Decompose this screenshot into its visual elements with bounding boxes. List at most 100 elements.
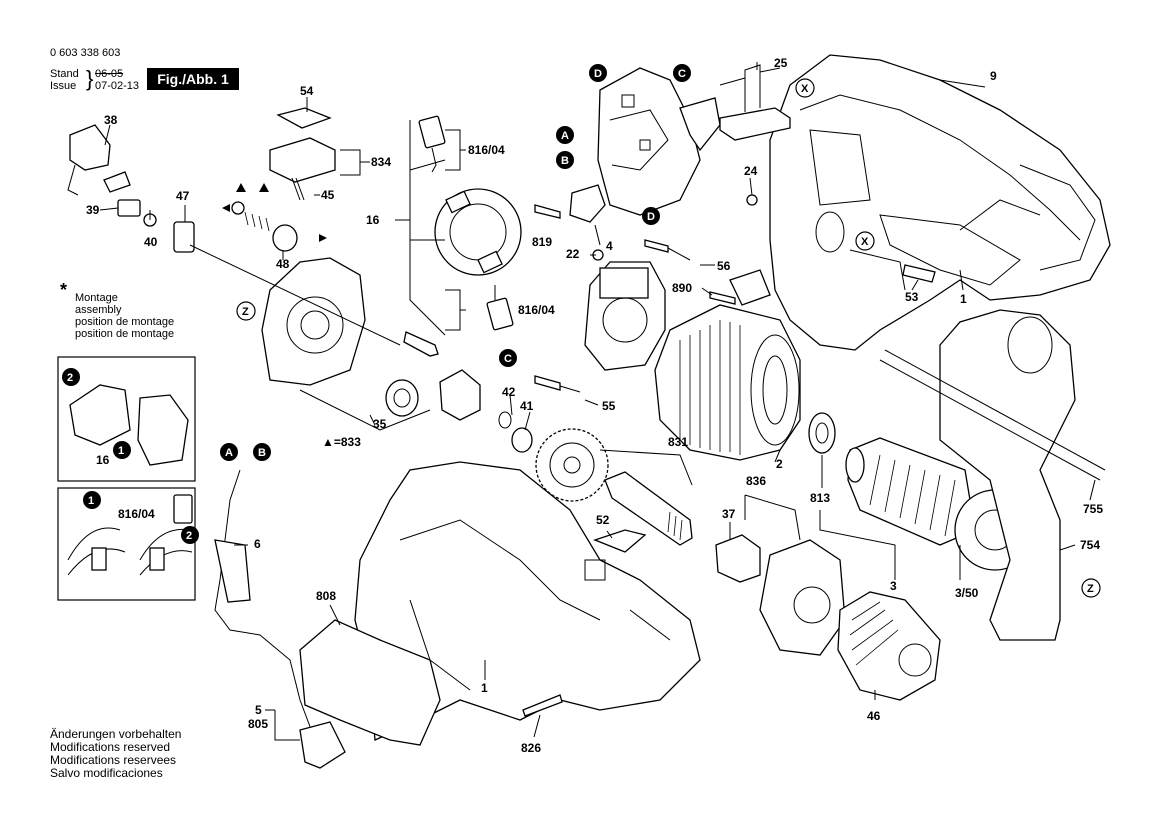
callout-831: 831: [668, 435, 688, 449]
callout-816-04-top: 816/04: [468, 143, 505, 157]
marker-d-mid: D: [642, 207, 660, 225]
callout-40: 40: [144, 235, 158, 249]
screw-part: [522, 194, 758, 717]
brush-holder-part: [434, 188, 522, 276]
callout-22: 22: [566, 247, 580, 261]
power-cord-part: [214, 469, 346, 769]
marker-x-mid: X: [855, 231, 875, 251]
brace-symbol: }: [86, 66, 94, 91]
callout-2: 2: [776, 457, 783, 471]
bearing-flange-part: [261, 257, 366, 386]
footer-line: Modifications reserved: [50, 740, 171, 754]
callout-4: 4: [606, 239, 613, 253]
stand-value: 06-05: [95, 68, 124, 80]
gear-housing-part: [759, 539, 846, 656]
assembly-note-line: assembly: [75, 304, 122, 316]
svg-text:D: D: [647, 211, 655, 223]
terminal-part: [534, 239, 691, 393]
marker-d-top: D: [589, 64, 607, 82]
callout-819: 819: [532, 235, 552, 249]
carbon-brush-part: [418, 115, 514, 331]
callout-805: 805: [248, 717, 268, 731]
callout-42: 42: [502, 385, 516, 399]
marker-z-right: Z: [1081, 578, 1101, 598]
callout-53: 53: [905, 290, 919, 304]
callout-39: 39: [86, 203, 100, 217]
stator-field-part: [654, 304, 801, 461]
marker-a-top: A: [556, 126, 574, 144]
chuck-part: [837, 591, 941, 701]
svg-text:2: 2: [67, 372, 73, 384]
spring-pin-part: [231, 201, 298, 252]
callout-816-04-mid: 816/04: [518, 303, 555, 317]
switch-part: [569, 67, 721, 223]
callout-5: 5: [255, 703, 262, 717]
callout-1-bottom: 1: [481, 681, 488, 695]
svg-text:2: 2: [186, 530, 192, 542]
callout-25: 25: [774, 56, 788, 70]
lever-part: [67, 124, 131, 196]
marker-b-top: B: [556, 151, 574, 169]
callout-755: 755: [1083, 502, 1103, 516]
callout-46: 46: [867, 709, 881, 723]
callout-55: 55: [602, 399, 616, 413]
svg-text:Z: Z: [1087, 583, 1094, 595]
callout-16-inset: 16: [96, 453, 110, 467]
callout-41: 41: [520, 399, 534, 413]
callout-9: 9: [990, 69, 997, 83]
svg-text:A: A: [561, 130, 569, 142]
callout-47: 47: [176, 189, 190, 203]
marker-b-cord: B: [253, 443, 271, 461]
callout-3: 3: [890, 579, 897, 593]
connector-part: [729, 264, 936, 306]
auxiliary-handle-part: [879, 309, 1106, 641]
callout-6: 6: [254, 537, 261, 551]
brush-plate-part: [584, 261, 666, 371]
marker-z-left: Z: [236, 301, 256, 321]
svg-text:A: A: [225, 447, 233, 459]
pin-part: [403, 331, 439, 357]
inset-panel: [57, 356, 196, 601]
callout-1-top: 1: [960, 292, 967, 306]
clip-part: [593, 529, 647, 553]
assembly-symbol: *: [60, 280, 68, 300]
callout-890: 890: [672, 281, 692, 295]
inset-step-1-top: 1: [113, 441, 131, 459]
assembly-note-line: position de montage: [75, 316, 175, 328]
footer-line: Salvo modificaciones: [50, 766, 163, 780]
callout-3-50: 3/50: [955, 586, 979, 600]
bracket-part: [719, 64, 791, 141]
callout-38: 38: [104, 113, 118, 127]
leader-lines: [99, 62, 1096, 741]
sleeve-part: [715, 534, 761, 583]
callout-54: 54: [300, 84, 314, 98]
marker-c-mid: C: [499, 349, 517, 367]
callout-56: 56: [717, 259, 731, 273]
assembly-note-line: position de montage: [75, 328, 175, 340]
issue-label: Issue: [50, 80, 77, 92]
stand-label: Stand: [50, 68, 79, 80]
callout-813: 813: [810, 491, 830, 505]
svg-text:B: B: [561, 155, 569, 167]
inset-step-2-top: 2: [62, 368, 80, 386]
callout-24: 24: [744, 164, 758, 178]
callout-836: 836: [746, 474, 766, 488]
issue-value: 07-02-13: [95, 80, 140, 92]
svg-text:1: 1: [88, 495, 94, 507]
callout-833: ▲=833: [322, 435, 361, 449]
handle-cover-part: [299, 619, 441, 746]
callout-808: 808: [316, 589, 336, 603]
triangle-marker: [222, 183, 327, 242]
callout-816-04-inset: 816/04: [118, 507, 155, 521]
housing-half-part: [769, 54, 1111, 351]
svg-text:X: X: [801, 83, 809, 95]
marker-a-cord: A: [220, 443, 238, 461]
callout-48: 48: [276, 257, 290, 271]
bearing-part: [808, 412, 836, 454]
callout-834: 834: [371, 155, 391, 169]
modifications-note: Änderungen vorbehalten Modifications res…: [50, 728, 181, 780]
part-number: 0 603 338 603: [50, 47, 121, 59]
bushing-part: [385, 379, 419, 417]
assembly-note: Montage assembly position de montage pos…: [75, 292, 174, 340]
